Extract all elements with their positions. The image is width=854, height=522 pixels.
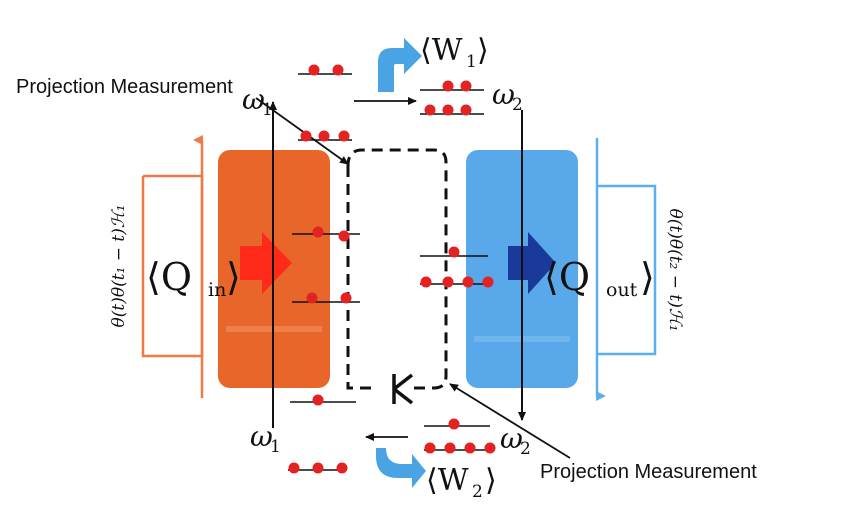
svg-text:ω: ω (500, 422, 523, 455)
cold-coupling-bracket (595, 138, 657, 401)
svg-text:ω: ω (492, 78, 515, 111)
svg-text:2: 2 (512, 95, 523, 115)
projection-top-pointer (255, 97, 349, 165)
hot-coupling-bracket (141, 135, 204, 398)
cold-coupling-label: θ(t)θ(t₂ − t)ℋ₁ (665, 209, 685, 332)
omega1-bottom-label: ω 1 (250, 420, 281, 457)
svg-text:⟨Q: ⟨Q (544, 255, 590, 299)
svg-text:ω: ω (250, 420, 273, 453)
svg-text:1: 1 (262, 100, 273, 120)
svg-text:⟩: ⟩ (226, 255, 241, 299)
svg-text:2: 2 (520, 439, 531, 459)
curved-up-right-arrow-icon (378, 38, 422, 92)
projection-bottom-pointer (449, 383, 571, 459)
svg-text:out: out (606, 279, 638, 301)
svg-text:⟨W: ⟨W (426, 463, 469, 498)
heat-in-arrow-icon (240, 232, 292, 294)
heat-in-label: ⟨Q in ⟩ (146, 255, 241, 301)
curved-down-arrow-icon (376, 448, 426, 488)
svg-text:2: 2 (472, 482, 483, 502)
heat-out-label: ⟨Q out ⟩ (544, 255, 655, 301)
svg-text:1: 1 (270, 437, 281, 457)
omega2-top-label: ω 2 (492, 78, 523, 115)
svg-text:1: 1 (466, 52, 477, 72)
projection-measurement-top-label: Projection Measurement (16, 76, 233, 98)
work-in-label: ⟨W 2 ⟩ (426, 463, 497, 502)
svg-text:ω: ω (242, 83, 265, 116)
svg-text:⟨Q: ⟨Q (146, 255, 192, 299)
svg-text:in: in (208, 279, 226, 301)
omega2-bottom-label: ω 2 (500, 422, 531, 459)
svg-text:⟩: ⟩ (485, 463, 497, 498)
work-out-label: ⟨W 1 ⟩ (420, 33, 489, 72)
omega1-top-label: ω 1 (242, 83, 273, 120)
svg-text:⟩: ⟩ (640, 255, 655, 299)
projection-measurement-bottom-label: Projection Measurement (540, 461, 757, 483)
working-medium-dashed-box (346, 148, 448, 390)
heat-out-arrow-icon (508, 232, 556, 294)
svg-text:⟩: ⟩ (477, 33, 489, 68)
valve-icon (392, 373, 414, 405)
hot-coupling-label: θ(t)θ(t₁ − t)ℋ₁ (109, 205, 129, 328)
svg-text:⟨W: ⟨W (420, 33, 463, 68)
particles (288, 64, 496, 474)
